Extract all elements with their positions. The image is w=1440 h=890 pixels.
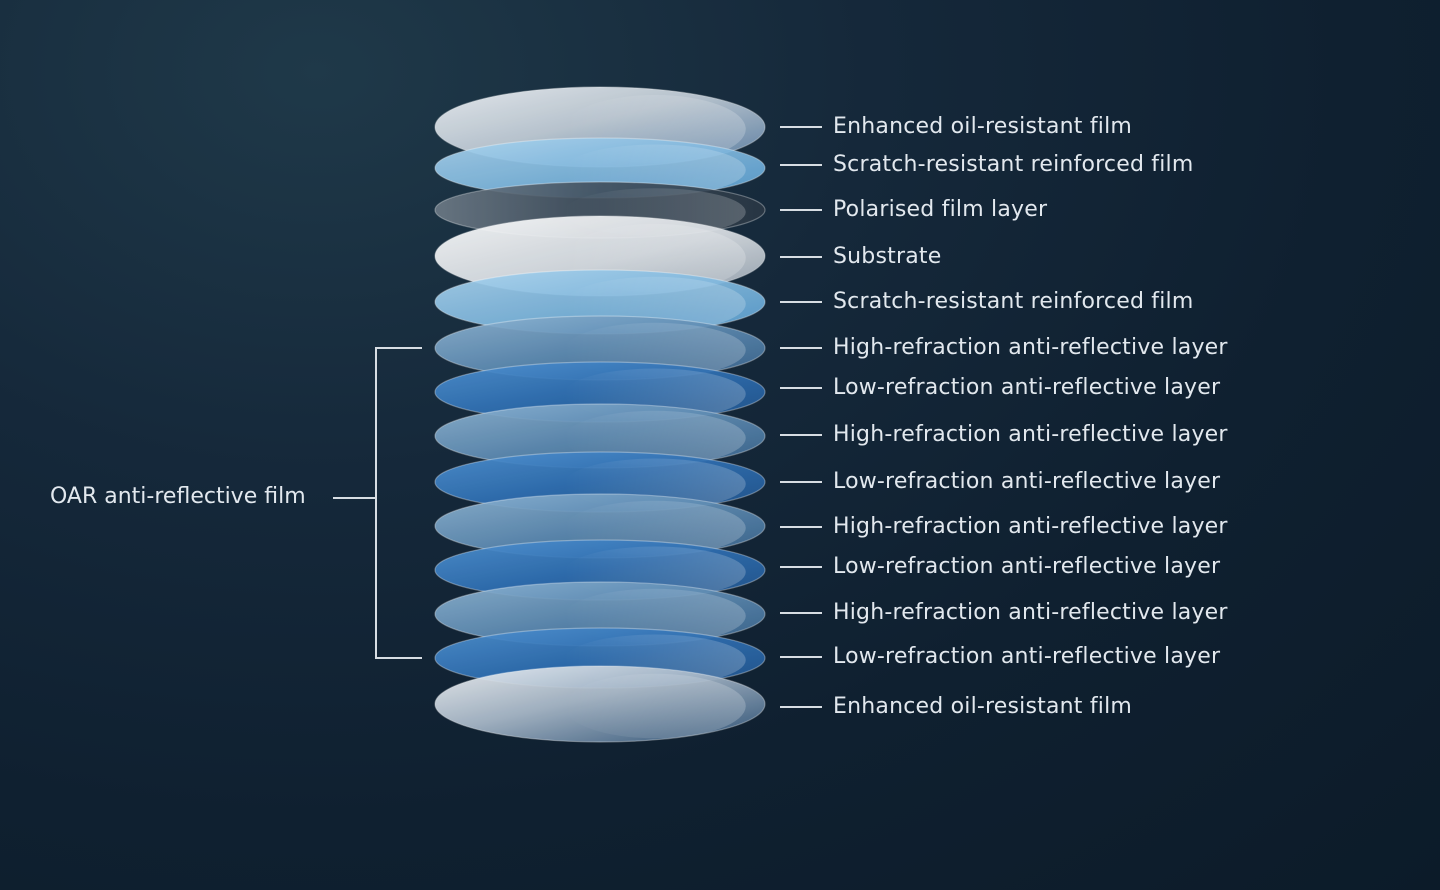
leader-line bbox=[780, 301, 822, 303]
lens-disc-sheen bbox=[564, 673, 746, 739]
layer-label: Enhanced oil-resistant film bbox=[833, 694, 1133, 719]
layer-label: Low-refraction anti-reflective layer bbox=[833, 469, 1221, 494]
leader-line bbox=[780, 526, 822, 528]
layer-label: Low-refraction anti-reflective layer bbox=[833, 375, 1221, 400]
layer-label: High-refraction anti-reflective layer bbox=[833, 600, 1228, 625]
leader-line bbox=[780, 612, 822, 614]
leader-line bbox=[780, 256, 822, 258]
leader-line bbox=[780, 481, 822, 483]
layer-label: High-refraction anti-reflective layer bbox=[833, 335, 1228, 360]
lens-disc-sheen bbox=[564, 410, 746, 466]
leader-line bbox=[780, 706, 822, 708]
layer-label: Polarised film layer bbox=[833, 197, 1048, 222]
leader-line bbox=[780, 434, 822, 436]
oar-bracket bbox=[333, 347, 422, 659]
leader-line bbox=[780, 566, 822, 568]
lens-disc-stack bbox=[434, 86, 766, 743]
leader-line bbox=[780, 209, 822, 211]
layer-label: Low-refraction anti-reflective layer bbox=[833, 644, 1221, 669]
oar-group-label: OAR anti-reflective film bbox=[50, 484, 306, 509]
layer-label: Scratch-resistant reinforced film bbox=[833, 152, 1194, 177]
layer-label: High-refraction anti-reflective layer bbox=[833, 514, 1228, 539]
layer-label: Low-refraction anti-reflective layer bbox=[833, 554, 1221, 579]
leader-line bbox=[780, 387, 822, 389]
layer-label: Enhanced oil-resistant film bbox=[833, 114, 1133, 139]
leader-line bbox=[780, 347, 822, 349]
leader-line bbox=[780, 164, 822, 166]
layer-label: Substrate bbox=[833, 244, 942, 269]
layer-label: Scratch-resistant reinforced film bbox=[833, 289, 1194, 314]
leader-line bbox=[780, 656, 822, 658]
leader-line bbox=[780, 126, 822, 128]
layer-label: High-refraction anti-reflective layer bbox=[833, 422, 1228, 447]
